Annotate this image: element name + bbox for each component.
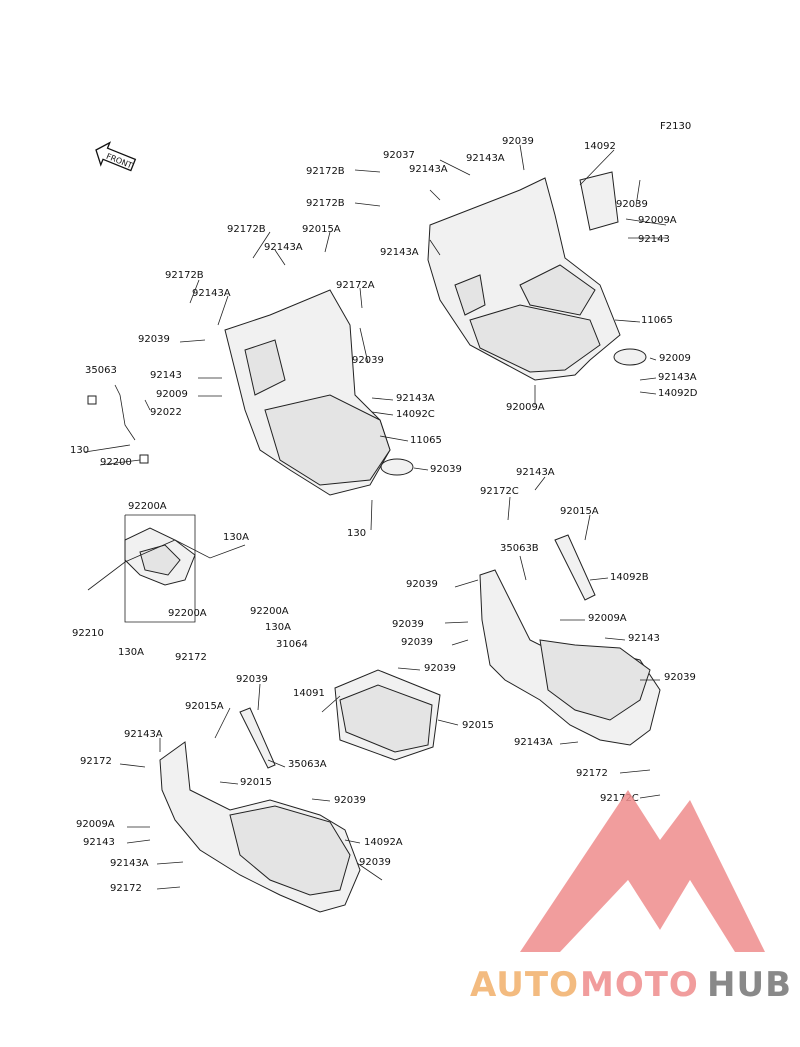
part-label: 14091 — [293, 688, 325, 699]
part-label: 92143A — [516, 467, 555, 478]
part-label: 92015A — [302, 224, 341, 235]
part-label: 92200A — [128, 501, 167, 512]
part-label: 92143A — [380, 247, 419, 258]
part-label: 92009A — [588, 613, 627, 624]
watermark-moto: MOTO — [580, 965, 699, 1005]
part-label: 92039 — [406, 579, 438, 590]
part-label: 92200 — [100, 457, 132, 468]
part-label: 92143A — [658, 372, 697, 383]
part-label: 35063B — [500, 543, 539, 554]
part-label: 92009 — [659, 353, 691, 364]
part-label: 92143 — [150, 370, 182, 381]
part-label: 92172 — [175, 652, 207, 663]
part-label: 92210 — [72, 628, 104, 639]
part-label: 92172B — [306, 166, 345, 177]
part-label: 92172 — [576, 768, 608, 779]
part-label: 92143A — [124, 729, 163, 740]
watermark-auto: AUTO — [470, 965, 579, 1005]
part-14092c — [224, 289, 414, 496]
part-label: 92172C — [600, 793, 639, 804]
part-label: 92039 — [430, 464, 462, 475]
part-label: 92037 — [383, 150, 415, 161]
automotohub-logo: AUTO MOTO HUB — [470, 790, 792, 1005]
part-label: 130A — [223, 532, 249, 543]
part-label: 92200A — [250, 606, 289, 617]
part-label: 92172B — [227, 224, 266, 235]
part-label: 130 — [70, 445, 89, 456]
part-label: 92015 — [240, 777, 272, 788]
part-label: 92143 — [638, 234, 670, 245]
part-label: 92009A — [506, 402, 545, 413]
part-label: 92009A — [76, 819, 115, 830]
part-14092a — [159, 707, 361, 913]
part-label: 92015A — [185, 701, 224, 712]
part-label: 92143A — [264, 242, 303, 253]
part-label: 92172 — [80, 756, 112, 767]
part-label: 14092A — [364, 837, 403, 848]
part-label: 130A — [265, 622, 291, 633]
part-label: 92143A — [466, 153, 505, 164]
part-label: 92143A — [514, 737, 553, 748]
part-31064 — [87, 514, 246, 623]
part-label: 14092D — [658, 388, 698, 399]
part-label: 130 — [347, 528, 366, 539]
part-label: 92172C — [480, 486, 519, 497]
part-label: 92143A — [192, 288, 231, 299]
part-label: 92143A — [110, 858, 149, 869]
part-label: 14092B — [610, 572, 649, 583]
part-label: 92015A — [560, 506, 599, 517]
part-label: 92015 — [462, 720, 494, 731]
part-label: 14092C — [396, 409, 435, 420]
part-label: 92143A — [396, 393, 435, 404]
part-label: 31064 — [276, 639, 308, 650]
part-label: 92172 — [110, 883, 142, 894]
part-label: 92039 — [616, 199, 648, 210]
part-label: 92143 — [83, 837, 115, 848]
part-label: 92172A — [336, 280, 375, 291]
front-arrow-icon: FRONT — [95, 141, 137, 172]
part-35063 — [87, 384, 149, 464]
part-labels: 92172B 92037 92039 92143A 92172B 92143A … — [70, 136, 698, 894]
part-label: 92172B — [306, 198, 345, 209]
part-label: 92039 — [502, 136, 534, 147]
part-label: 92009 — [156, 389, 188, 400]
part-label: 92172B — [165, 270, 204, 281]
part-label: 92039 — [352, 355, 384, 366]
part-14092b — [479, 534, 661, 746]
figure-code: F2130 — [660, 121, 691, 132]
part-label: 35063A — [288, 759, 327, 770]
part-label: 130A — [118, 647, 144, 658]
part-label: 35063 — [85, 365, 117, 376]
part-label: 11065 — [641, 315, 673, 326]
part-label: 92039 — [424, 663, 456, 674]
part-label: 92039 — [236, 674, 268, 685]
part-14091 — [334, 669, 441, 761]
watermark-hub: HUB — [707, 965, 792, 1005]
part-label: 92039 — [359, 857, 391, 868]
part-label: 92039 — [334, 795, 366, 806]
part-label: 92009A — [638, 215, 677, 226]
part-14092d — [427, 171, 647, 381]
part-label: 92022 — [150, 407, 182, 418]
part-label: 11065 — [410, 435, 442, 446]
part-label: 92039 — [392, 619, 424, 630]
part-label: 92039 — [138, 334, 170, 345]
part-label: 92143 — [628, 633, 660, 644]
part-label: 92200A — [168, 608, 207, 619]
part-label: 14092 — [584, 141, 616, 152]
leader-lines — [84, 144, 667, 890]
part-label: 92143A — [409, 164, 448, 175]
part-label: 92039 — [401, 637, 433, 648]
part-label: 92039 — [664, 672, 696, 683]
